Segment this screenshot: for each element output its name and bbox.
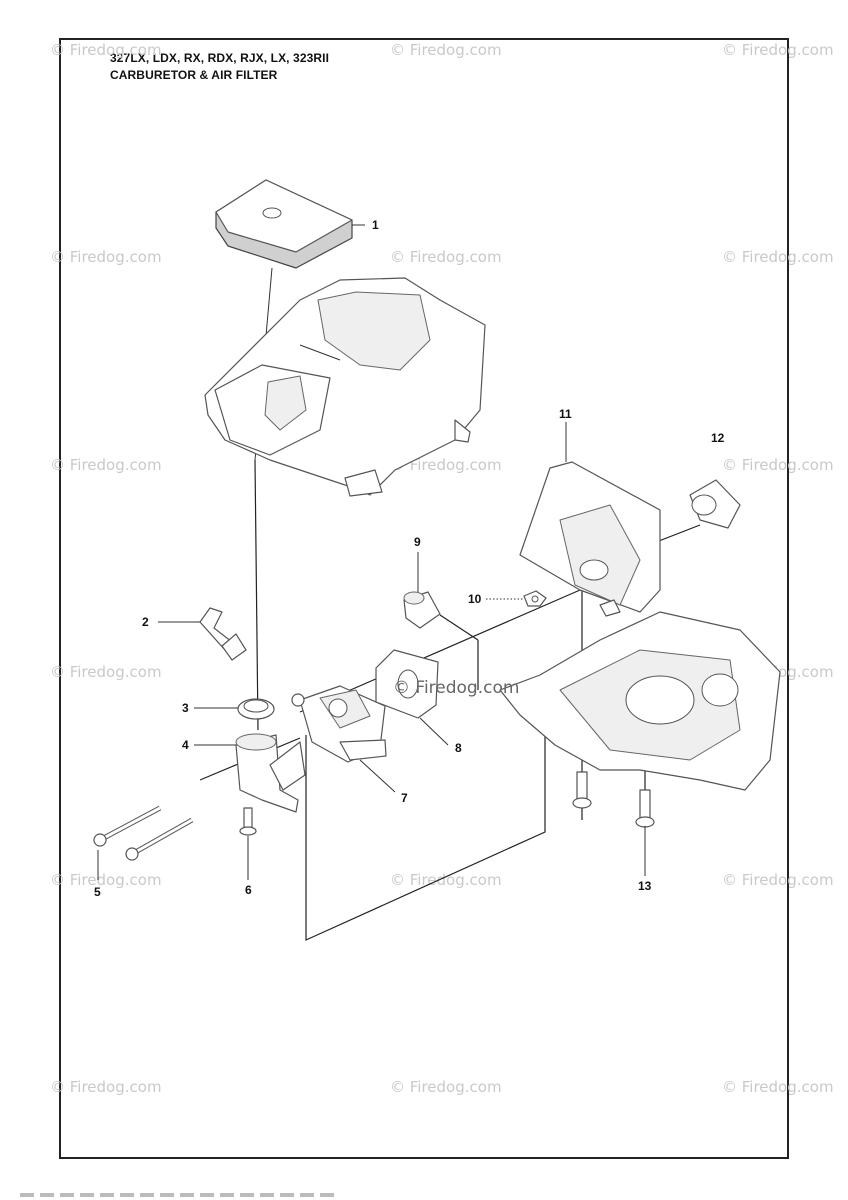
- callout-11[interactable]: 11: [559, 407, 572, 421]
- watermark: © Firedog.com: [50, 248, 162, 266]
- callout-12[interactable]: 12: [711, 431, 725, 445]
- long-screw-icon[interactable]: [93, 805, 194, 861]
- watermark: © Firedog.com: [722, 41, 834, 59]
- carburetor-icon[interactable]: [291, 685, 387, 763]
- gasket-ring-icon[interactable]: [237, 698, 275, 720]
- screw-icon[interactable]: [572, 771, 655, 828]
- watermark-center: © Firedog.com: [393, 678, 519, 698]
- carb-gasket-icon[interactable]: [375, 649, 439, 719]
- flange-screw-icon[interactable]: [239, 807, 257, 836]
- callout-6[interactable]: 6: [245, 883, 252, 897]
- choke-lever-icon[interactable]: [199, 607, 247, 661]
- callout-4[interactable]: 4: [182, 738, 189, 752]
- watermark: © Firedog.com: [722, 1078, 834, 1096]
- watermark: © Firedog.com: [390, 41, 502, 59]
- footer-divider: [20, 1193, 340, 1197]
- watermark: © Firedog.com: [722, 456, 834, 474]
- callout-9[interactable]: 9: [414, 535, 421, 549]
- watermark-layer: © Firedog.com © Firedog.com © Firedog.co…: [50, 41, 834, 1096]
- watermark: © Firedog.com: [390, 871, 502, 889]
- callout-10[interactable]: 10: [468, 592, 482, 606]
- callout-3[interactable]: 3: [182, 701, 189, 715]
- leader-lines: [97, 224, 646, 880]
- section-title: CARBURETOR & AIR FILTER: [110, 68, 278, 82]
- watermark: © Firedog.com: [390, 456, 502, 474]
- callout-layer: 1 2 3 4 5 6 7 8 9 10 11 12 13: [94, 218, 725, 899]
- callout-7[interactable]: 7: [401, 791, 408, 805]
- callout-13[interactable]: 13: [638, 879, 652, 893]
- carburetor-holder-icon[interactable]: [519, 461, 661, 617]
- air-filter-element-icon[interactable]: [215, 179, 353, 269]
- watermark: © Firedog.com: [50, 663, 162, 681]
- watermark: © Firedog.com: [722, 871, 834, 889]
- primer-bulb-icon[interactable]: [403, 591, 441, 629]
- intake-adapter-icon[interactable]: [235, 733, 306, 813]
- callout-5[interactable]: 5: [94, 885, 101, 899]
- air-filter-cover-icon[interactable]: [204, 277, 486, 497]
- watermark: © Firedog.com: [50, 871, 162, 889]
- diagram-frame: [59, 38, 789, 1159]
- intake-boot-icon[interactable]: [689, 479, 741, 529]
- watermark: © Firedog.com: [722, 248, 834, 266]
- crankcase-icon[interactable]: [499, 611, 781, 791]
- callout-1[interactable]: 1: [372, 218, 379, 232]
- nut-icon[interactable]: [523, 590, 547, 607]
- models-title: 327LX, LDX, RX, RDX, RJX, LX, 323RII: [110, 51, 330, 65]
- watermark: © Firedog.com: [50, 1078, 162, 1096]
- watermark: © Firedog.com: [390, 1078, 502, 1096]
- watermark: © Firedog.com: [50, 41, 162, 59]
- callout-2[interactable]: 2: [142, 615, 149, 629]
- watermark: © Firedog.com: [50, 456, 162, 474]
- watermark: © Firedog.com: [390, 248, 502, 266]
- callout-8[interactable]: 8: [455, 741, 462, 755]
